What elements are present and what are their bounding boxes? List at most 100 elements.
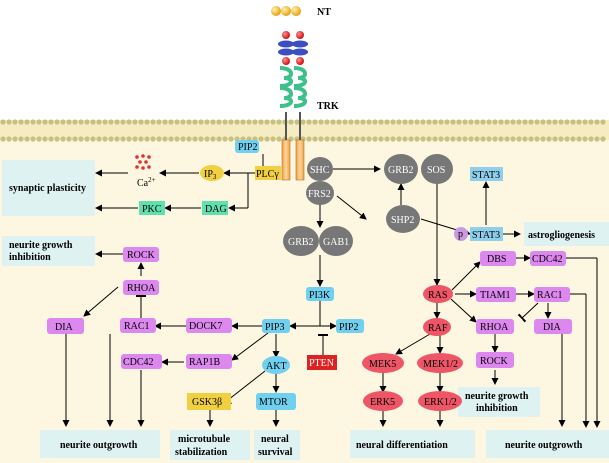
dia-left-node (47, 318, 84, 334)
plcg-label: PLCγ (256, 169, 279, 180)
ras-label: RAS (428, 290, 447, 301)
pip2-mid-node (336, 319, 364, 333)
neural-differentiation-label: neural differentiation (356, 440, 448, 451)
rock-right-label: ROCK (480, 356, 509, 367)
erk5-node (363, 391, 403, 411)
neural-differentiation-box (350, 430, 475, 458)
cdc42-right-label: CDC42 (532, 254, 563, 265)
erk12-node (418, 391, 462, 411)
ras-node (423, 285, 453, 303)
ip3-node (200, 165, 224, 181)
akt-node (262, 356, 290, 374)
dia-right-label: DIA (543, 322, 562, 333)
calcium-dots-icon (135, 154, 151, 170)
neurite-outgrowth-left-label: neurite outgrowth (60, 440, 138, 451)
phospho-node (454, 227, 468, 241)
neural-survival-line2: survival (258, 447, 293, 458)
erk5-label: ERK5 (370, 397, 395, 408)
pi3k-node (306, 287, 334, 301)
astrogliogenesis-box (524, 222, 609, 246)
gsk3b-label: GSK3β (192, 397, 222, 408)
gsk3b-node (187, 393, 231, 410)
microtubule-line1: microtubule (178, 434, 231, 445)
rock-right-node (476, 352, 514, 368)
stat3-top-node (470, 167, 503, 181)
mek5-node (362, 353, 404, 373)
shp2-node (386, 205, 420, 233)
shc-label: SHC (310, 165, 330, 176)
gab1-label: GAB1 (323, 237, 349, 248)
neurite-inhibition-right-line2: inhibition (476, 403, 518, 414)
frs2-node (306, 181, 334, 205)
dbs-label: DBS (487, 254, 506, 265)
rac1-right-label: RAC1 (537, 290, 563, 301)
stat3-top-label: STAT3 (472, 170, 500, 181)
pten-label: PTEN (309, 358, 334, 369)
shp2-label: SHP2 (391, 215, 414, 226)
akt-label: AKT (266, 361, 287, 372)
trk-receptor (278, 31, 308, 181)
plcg-node (255, 166, 281, 180)
pip3-node (262, 319, 290, 333)
neurite-outgrowth-left-box (40, 430, 160, 458)
grb2-mid-label: GRB2 (288, 237, 314, 248)
frs2-label: FRS2 (308, 189, 331, 200)
cdc42-left-label: CDC42 (123, 357, 154, 368)
neurite-inhibition-left-box (2, 236, 95, 266)
dia-left-label: DIA (55, 322, 74, 333)
rhoa-left-node (123, 280, 159, 295)
pip2-top-node (235, 140, 259, 153)
pip3-label: PIP3 (265, 322, 284, 333)
mek12-node (417, 353, 463, 373)
erk12-label: ERK1/2 (424, 397, 457, 408)
rhoa-right-label: RHOA (480, 322, 509, 333)
neurite-inhibition-right-line1: neurite growth (465, 391, 529, 402)
pip2-top-label: PIP2 (238, 142, 257, 153)
cdc42-left-node (121, 354, 162, 369)
rac1-right-node (534, 287, 570, 302)
rap1b-label: RAP1B (189, 357, 220, 368)
pathway-edges (62, 154, 601, 428)
rhoa-left-label: RHOA (127, 283, 156, 294)
raf-node (423, 318, 451, 336)
grb2-top-node (384, 154, 418, 184)
pkc-node (139, 201, 165, 215)
neural-survival-line1: neural (261, 434, 289, 445)
pi3k-label: PI3K (309, 290, 331, 301)
stat3-mid-node (470, 227, 503, 241)
pkc-label: PKC (142, 204, 162, 215)
rap1b-node (186, 354, 232, 369)
mtor-label: MTOR (259, 397, 288, 408)
neurite-outgrowth-right-label: neurite outgrowth (505, 440, 583, 451)
tiam1-node (476, 287, 516, 302)
dag-label: DAG (205, 204, 227, 215)
cell-membrane (0, 120, 609, 140)
sos-label: SOS (427, 165, 445, 176)
dbs-node (480, 251, 516, 266)
neurite-inhibition-left-line2: inhibition (9, 252, 51, 263)
raf-label: RAF (428, 323, 448, 334)
microtubule-line2: stabilization (175, 447, 228, 458)
rac1-left-node (120, 318, 156, 333)
dag-node (202, 201, 228, 215)
gab1-node (319, 226, 353, 256)
shc-node (307, 157, 333, 181)
stat3-mid-label: STAT3 (472, 230, 500, 241)
neurite-inhibition-right-box (458, 387, 540, 417)
astrogliogenesis-label: astrogliogenesis (528, 230, 595, 241)
synaptic-plasticity-box (2, 160, 95, 216)
mek5-label: MEK5 (369, 359, 396, 370)
neural-survival-box (254, 430, 300, 460)
neurite-outgrowth-right-box (486, 430, 609, 458)
rhoa-right-node (476, 319, 514, 334)
rac1-left-label: RAC1 (124, 321, 150, 332)
dock7-node (186, 318, 232, 333)
ligand-label: NT (317, 7, 331, 18)
pip2-mid-label: PIP2 (339, 322, 358, 333)
mek12-label: MEK1/2 (423, 359, 458, 370)
synaptic-plasticity-label: synaptic plasticity (9, 183, 86, 194)
grb2-top-label: GRB2 (388, 165, 414, 176)
phospho-label: p (458, 229, 463, 240)
mtor-node (256, 393, 296, 410)
